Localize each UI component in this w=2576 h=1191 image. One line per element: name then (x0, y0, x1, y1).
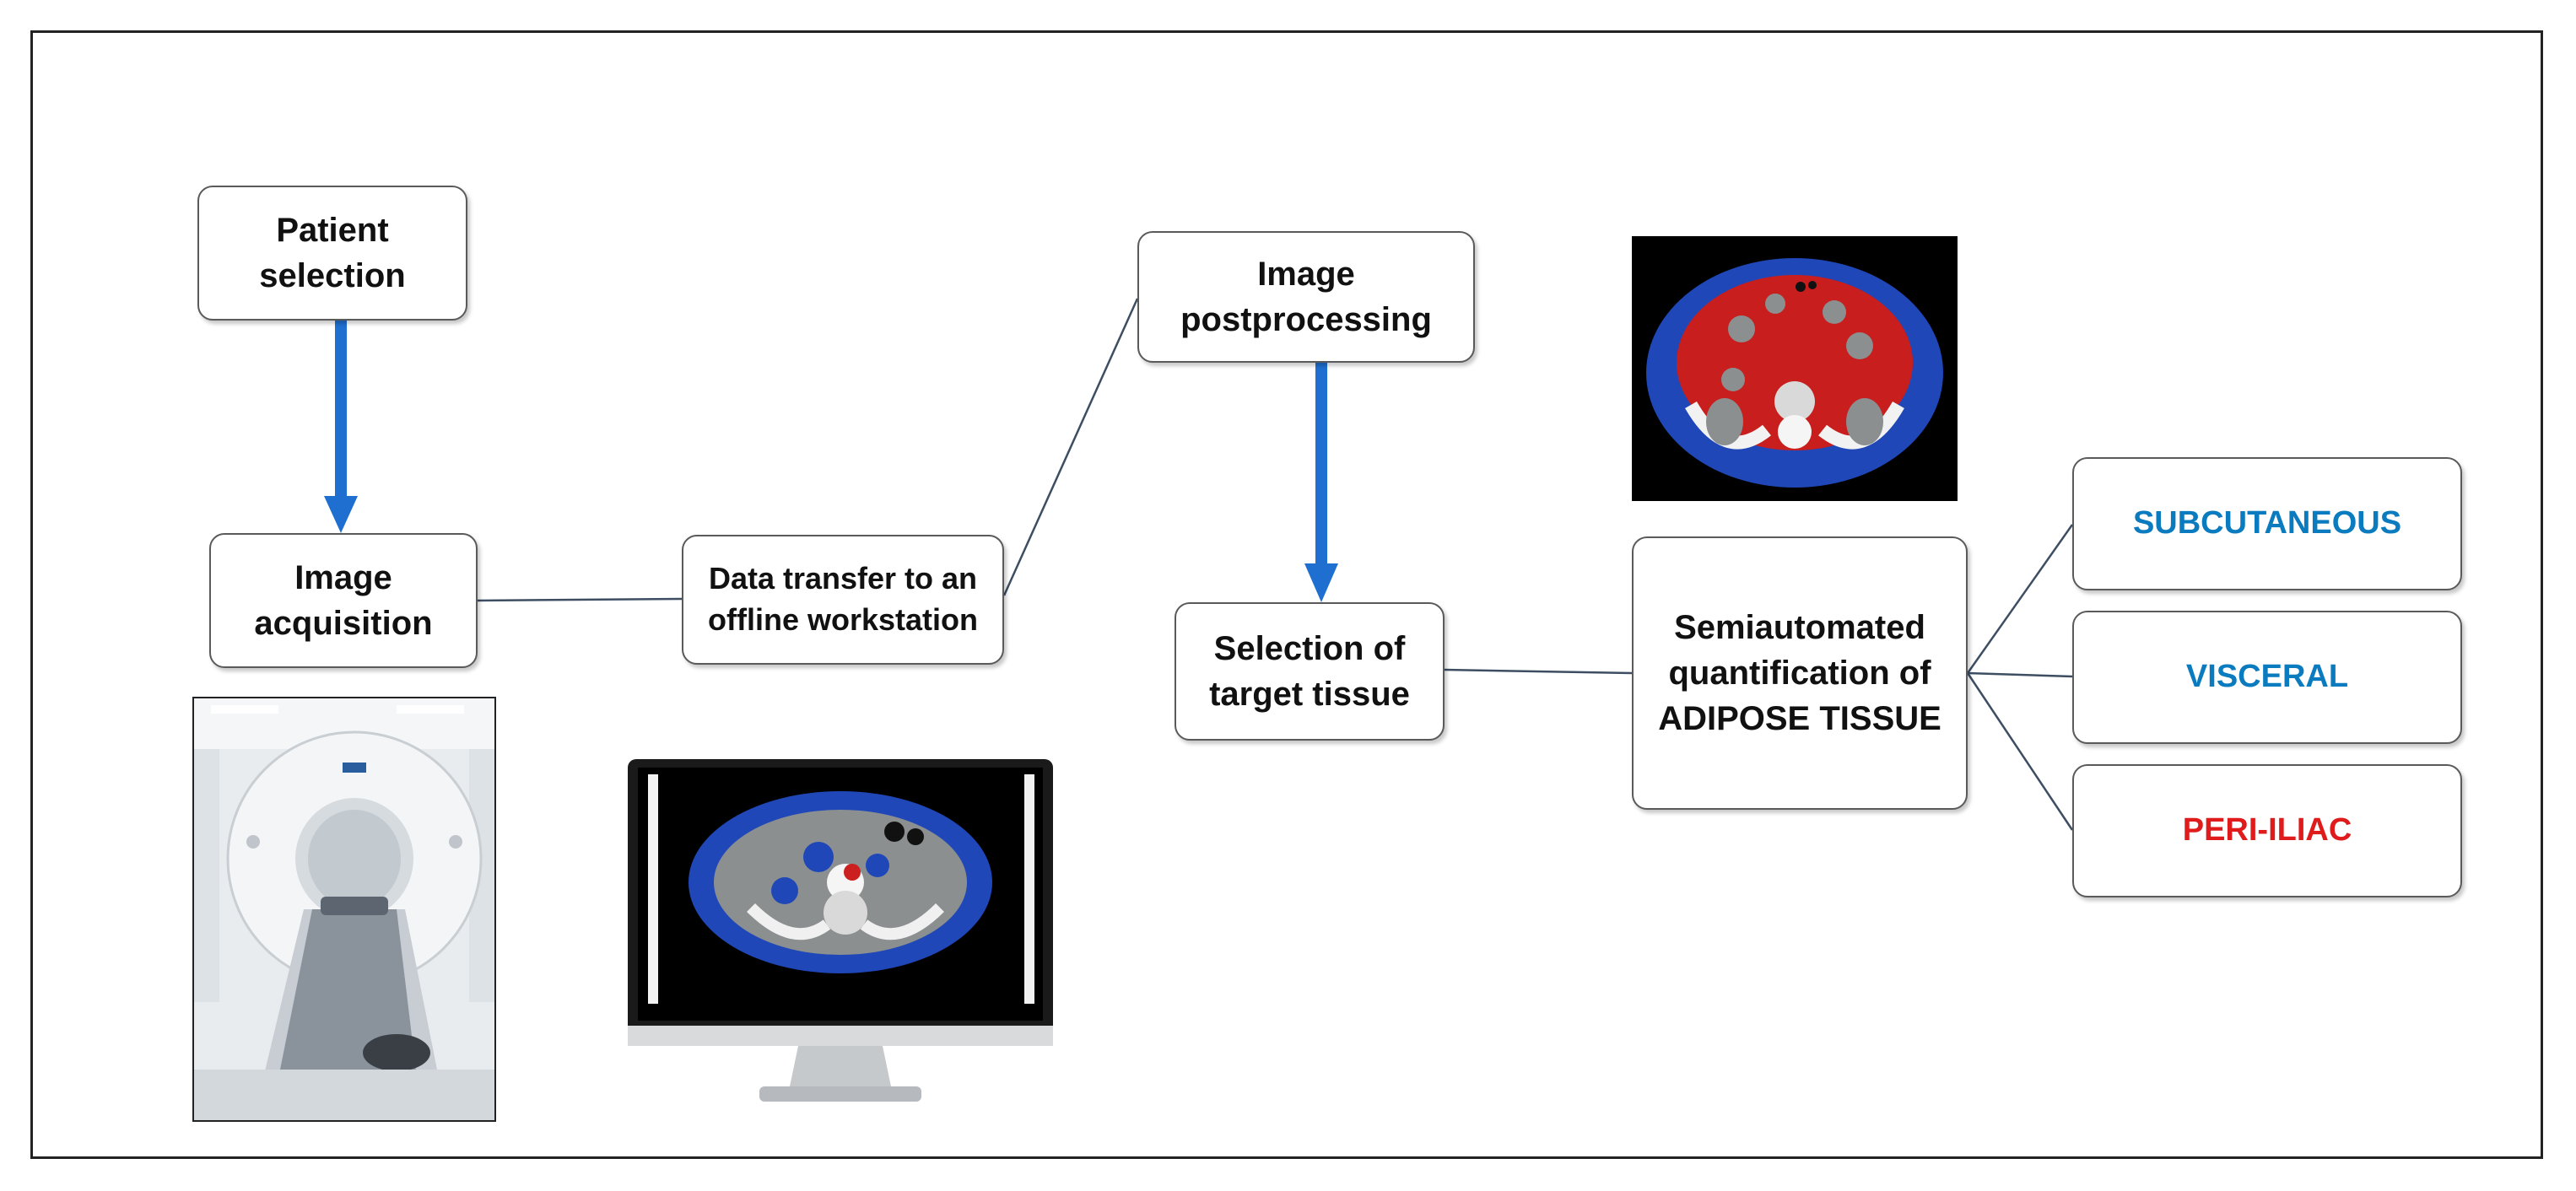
node-periiliac: PERI-ILIAC (2072, 764, 2462, 897)
node-patient-selection: Patient selection (197, 186, 467, 321)
node-image-acquisition: Image acquisition (209, 533, 478, 668)
ct-scanner-photo (192, 697, 496, 1122)
monitor-with-ct-slice (624, 756, 1056, 1110)
ct-slice-illustration (1632, 236, 1958, 501)
node-semiautomated-quantification-label: Semiautomated quantification of ADIPOSE … (1658, 609, 1941, 737)
segmented-ct-slice (1632, 236, 1958, 501)
node-image-postprocessing-label: Image postprocessing (1180, 256, 1432, 338)
ct-scanner-illustration (194, 698, 494, 1120)
node-data-transfer: Data transfer to an offline workstation (682, 535, 1004, 665)
link-transfer-to-postprocessing (1002, 298, 1139, 596)
node-subcutaneous-label: SUBCUTANEOUS (2132, 505, 2402, 542)
node-visceral: VISCERAL (2072, 611, 2462, 744)
node-subcutaneous: SUBCUTANEOUS (2072, 457, 2462, 590)
link-semiautomated-to-visceral (1967, 671, 2073, 678)
link-semiautomated-to-subcutaneous (1966, 524, 2074, 674)
node-selection-target-tissue-label: Selection of target tissue (1209, 630, 1410, 713)
monitor-illustration (628, 759, 1053, 1102)
link-semiautomated-to-periiliac (1966, 672, 2074, 831)
node-visceral-label: VISCERAL (2185, 659, 2349, 695)
node-selection-target-tissue: Selection of target tissue (1175, 602, 1445, 741)
link-selection-to-semiautomated (1444, 668, 1633, 675)
node-data-transfer-label: Data transfer to an offline workstation (707, 561, 978, 637)
arrowhead-postprocessing-to-selection (1304, 563, 1338, 602)
figure-frame (30, 30, 2543, 1159)
node-image-acquisition-label: Image acquisition (254, 559, 433, 642)
node-periiliac-label: PERI-ILIAC (2182, 812, 2352, 849)
link-acquisition-to-transfer (477, 597, 683, 602)
node-semiautomated-quantification: Semiautomated quantification of ADIPOSE … (1632, 536, 1968, 810)
node-patient-selection-label: Patient selection (259, 212, 406, 294)
node-image-postprocessing: Image postprocessing (1137, 231, 1475, 363)
arrowhead-patient-to-acquisition (324, 496, 358, 533)
